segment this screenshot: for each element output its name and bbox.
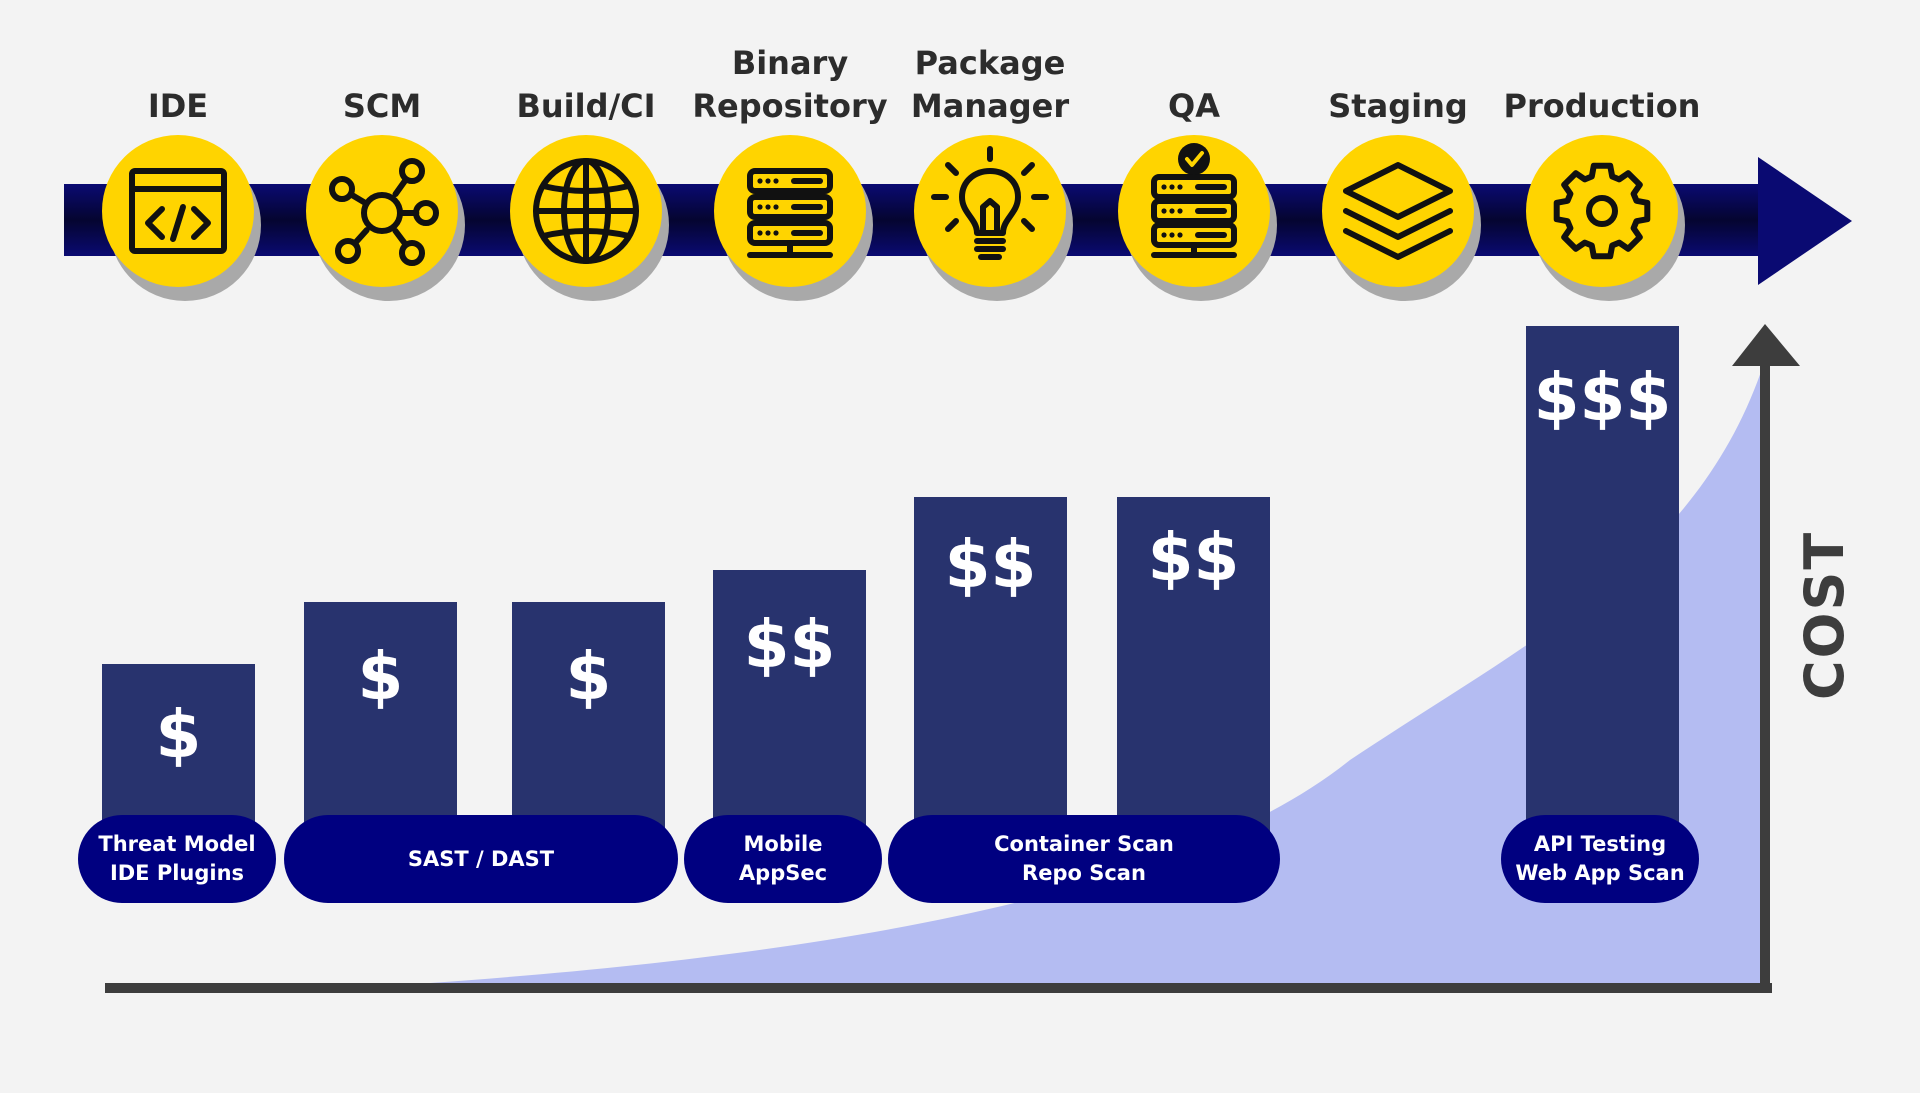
tool-pill-line: SAST / DAST bbox=[407, 846, 555, 871]
tool-pill-line: Repo Scan bbox=[1022, 861, 1146, 885]
tool-pill-line: IDE Plugins bbox=[109, 861, 245, 885]
cost-symbol: $$$ bbox=[1533, 359, 1672, 436]
stage-label-line: Manager bbox=[910, 87, 1070, 125]
cost-bar bbox=[304, 602, 457, 840]
tool-pill-line: API Testing bbox=[1533, 832, 1667, 856]
stage-label-staging: Staging bbox=[1278, 85, 1518, 128]
server-stack-icon bbox=[747, 168, 833, 258]
stage-scm bbox=[306, 135, 465, 301]
lightbulb-icon bbox=[931, 146, 1049, 260]
stage-label-qa: QA bbox=[1074, 85, 1314, 128]
code-window-icon bbox=[129, 168, 227, 254]
globe-icon bbox=[533, 158, 639, 264]
cost-bar bbox=[102, 664, 255, 840]
stage-qa bbox=[1118, 135, 1277, 301]
cost-bar bbox=[1526, 326, 1679, 840]
cost-bar bbox=[1117, 497, 1270, 840]
stage-label-line: Repository bbox=[692, 87, 888, 125]
stage-label-line: Build/CI bbox=[516, 87, 656, 125]
cost-symbol: $$ bbox=[1147, 519, 1240, 596]
cost-symbol: $ bbox=[565, 638, 612, 715]
server-check-icon bbox=[1151, 143, 1237, 258]
stage-circle bbox=[1322, 135, 1474, 287]
stage-ide bbox=[102, 135, 261, 301]
stage-label-line: Production bbox=[1503, 87, 1701, 125]
tool-pill-line: AppSec bbox=[738, 861, 828, 885]
stage-staging bbox=[1322, 135, 1481, 301]
stage-label-line: Staging bbox=[1328, 87, 1468, 125]
cost-symbol: $ bbox=[357, 638, 404, 715]
cost-curve-area bbox=[430, 360, 1765, 983]
tool-pill-line: Threat Model bbox=[98, 832, 256, 856]
tool-pill-line: Container Scan bbox=[994, 832, 1174, 856]
gear-icon bbox=[1553, 162, 1651, 260]
stage-label-line: IDE bbox=[147, 87, 209, 125]
pipeline-stages bbox=[102, 135, 1685, 301]
stage-circle bbox=[1526, 135, 1678, 287]
stage-binary bbox=[714, 135, 873, 301]
stage-label-line: Package bbox=[914, 44, 1066, 82]
stage-package bbox=[914, 135, 1073, 301]
network-hub-icon bbox=[329, 158, 439, 266]
stage-production bbox=[1526, 135, 1685, 301]
stage-circle bbox=[102, 135, 254, 287]
stage-label-ide: IDE bbox=[58, 85, 298, 128]
layers-icon bbox=[1343, 162, 1453, 260]
cost-symbol: $ bbox=[155, 696, 202, 773]
cost-bar bbox=[713, 570, 866, 840]
tool-pill-line: Mobile bbox=[743, 832, 823, 856]
tool-pill-sast-dast: SAST / DAST bbox=[284, 815, 678, 903]
stage-label-line: SCM bbox=[342, 87, 422, 125]
cost-bar bbox=[512, 602, 665, 840]
stage-label-scm: SCM bbox=[262, 85, 502, 128]
cost-symbol: $$ bbox=[944, 526, 1037, 603]
pipeline-arrowhead bbox=[1758, 157, 1852, 285]
y-axis-arrowhead bbox=[1732, 324, 1800, 366]
stage-label-production: Production bbox=[1482, 85, 1722, 128]
tool-pill-line: Web App Scan bbox=[1515, 861, 1685, 885]
stage-circle bbox=[1118, 135, 1270, 287]
stage-circle bbox=[714, 135, 866, 287]
stage-label-build: Build/CI bbox=[466, 85, 706, 128]
stage-label-line: Binary bbox=[731, 44, 849, 82]
stage-build bbox=[510, 135, 669, 301]
cost-axis-label: COST bbox=[1793, 530, 1856, 700]
stage-label-line: QA bbox=[1168, 87, 1220, 125]
cost-bar bbox=[914, 497, 1067, 840]
cost-symbol: $$ bbox=[743, 606, 836, 683]
cost-bars bbox=[102, 326, 1679, 840]
